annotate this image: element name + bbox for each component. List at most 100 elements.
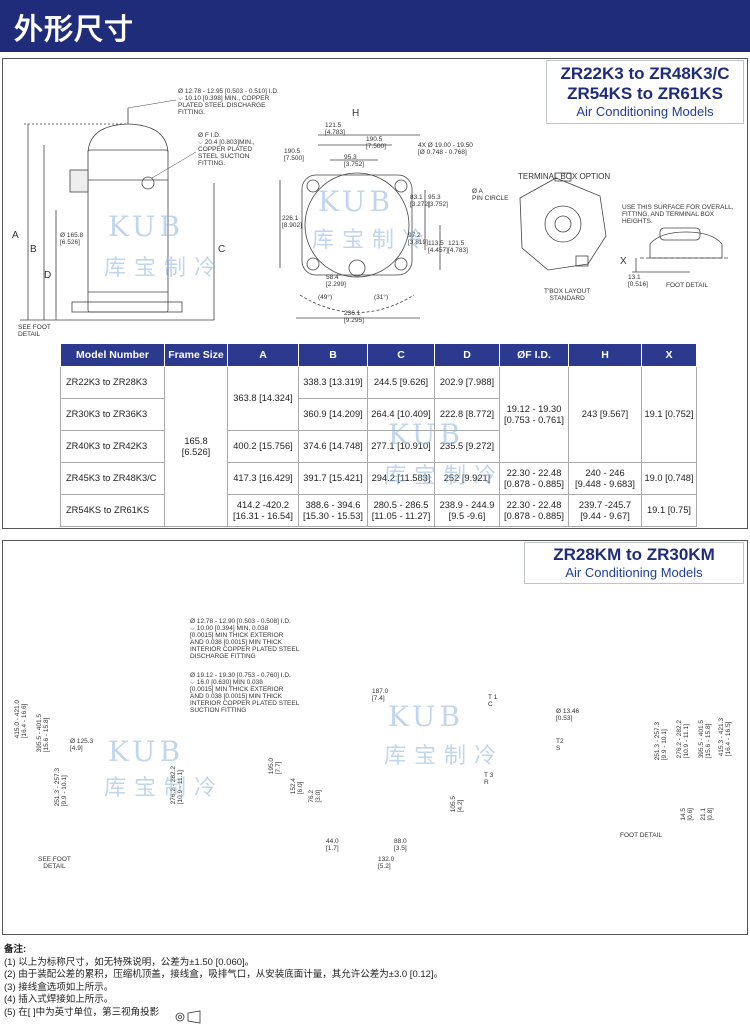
col-header-model: Model Number bbox=[60, 343, 165, 367]
top-dim-190b: 190.5 [7.500] bbox=[366, 136, 386, 150]
foot-detail-label-1: FOOT DETAIL bbox=[666, 282, 709, 289]
cell-a: 363.8 [14.324] bbox=[227, 366, 299, 431]
cell-b: 338.3 [13.319] bbox=[298, 366, 368, 399]
cell-a: 417.3 [16.429] bbox=[227, 462, 299, 495]
suction-fitting-note: Ø F I.D. ⌵ 20.4 [0.803]MIN., COPPER PLAT… bbox=[198, 132, 255, 167]
top-dim-97: 97.2 [3.819] bbox=[408, 232, 428, 246]
page-title: 外形尺寸 bbox=[14, 12, 135, 46]
top-dim-83: 83.1 [3.272] bbox=[410, 194, 430, 208]
cell-d: 238.9 - 244.9 [9.5 -9.6] bbox=[434, 494, 500, 527]
model-title-2: ZR28KM to ZR30KM bbox=[553, 545, 715, 564]
dim-h-label: H bbox=[352, 108, 360, 119]
cell-c: 294.2 [11.583] bbox=[367, 462, 435, 495]
top-dim-190a: 190.5 [7.500] bbox=[284, 148, 304, 162]
shell-diameter: Ø 165.8 [6.526] bbox=[60, 232, 84, 246]
foot-dim-211: 21.1 [0.8] bbox=[700, 808, 714, 821]
dim-b132: 132.0 [5.2] bbox=[378, 856, 395, 870]
table-header-row: Model Number Frame Size A B C D ØF I.D. … bbox=[60, 343, 697, 367]
model-subtitle-2: Air Conditioning Models bbox=[565, 565, 703, 580]
top-dim-113: 113.5 [4.457] bbox=[428, 240, 448, 254]
terminal-box-option: TERMINAL BOX OPTION bbox=[518, 172, 611, 181]
angle-49: (49°) bbox=[318, 294, 333, 301]
drawing-panel-2 bbox=[2, 540, 748, 935]
terminal-t1: T 1 C bbox=[488, 694, 498, 708]
watermark-brand-1: KUB bbox=[108, 210, 185, 243]
top-dim-58: 58.4 [2.299] bbox=[326, 274, 346, 288]
top-dim-95b: 95.3 [3.752] bbox=[428, 194, 448, 208]
dim-b44: 44.0 [1.7] bbox=[326, 838, 339, 852]
cell-b: 360.9 [14.209] bbox=[298, 398, 368, 431]
cell-x: 19.1 [0.752] bbox=[641, 366, 697, 463]
model-title-box-1: ZR22K3 to ZR48K3/C ZR54KS to ZR61KS Air … bbox=[546, 60, 744, 124]
table-row: ZR30K3 to ZR36K3 360.9 [14.209] 264.4 [1… bbox=[60, 398, 697, 431]
note-item: (3) 接线盒选项如上所示。 bbox=[4, 981, 114, 993]
col-header-d: D bbox=[434, 343, 500, 367]
dim-a-label: A bbox=[12, 230, 19, 241]
col-header-c: C bbox=[367, 343, 435, 367]
x-dim-13: 13.1 [0.516] bbox=[628, 274, 648, 288]
top-dim-95a: 95.3 [3.752] bbox=[344, 154, 364, 168]
model-title-line1: ZR22K3 to ZR48K3/C bbox=[560, 64, 730, 83]
cell-f: 19.12 - 19.30 [0.753 - 0.761] bbox=[499, 366, 569, 463]
dim-c-label: C bbox=[218, 244, 226, 255]
col-header-b: B bbox=[298, 343, 368, 367]
cell-d: 235.5 [9.272] bbox=[434, 430, 500, 463]
dim-v76: 76.2 [3.0] bbox=[308, 790, 322, 803]
dim-d125: Ø 125.3 [4.9] bbox=[70, 738, 94, 752]
cell-model: ZR40K3 to ZR42K3 bbox=[60, 430, 165, 463]
cell-a: 400.2 [15.756] bbox=[227, 430, 299, 463]
suction-fitting-note-2: Ø 19.12 - 19.30 [0.753 - 0.760] I.D. ⌵ 1… bbox=[190, 672, 300, 714]
foot-dim-415: 415.3 - 421.3 [16.4 - 16.5] bbox=[718, 718, 732, 757]
cell-model: ZR54KS to ZR61KS bbox=[60, 494, 165, 527]
cell-h: 240 - 246 [9.448 - 9.683] bbox=[568, 462, 642, 495]
cell-d: 222.8 [8.772] bbox=[434, 398, 500, 431]
model-subtitle: Air Conditioning Models bbox=[576, 104, 714, 119]
dim-v105: 105.5 [4.2] bbox=[450, 796, 464, 813]
cell-a: 414.2 -420.2 [16.31 - 16.54] bbox=[227, 494, 299, 527]
watermark-brand-3: KUB bbox=[388, 418, 465, 451]
table-row: ZR45K3 to ZR48K3/C 417.3 [16.429] 391.7 … bbox=[60, 462, 697, 495]
foot-dim-251: 251.3 - 257.3 [9.9 - 10.1] bbox=[654, 722, 668, 761]
cell-c: 244.5 [9.626] bbox=[367, 366, 435, 399]
model-title-line2: ZR54KS to ZR61KS bbox=[567, 84, 723, 103]
terminal-dia: Ø 13.46 [0.53] bbox=[556, 708, 580, 722]
cell-d: 202.9 [7.988] bbox=[434, 366, 500, 399]
top-dim-236: 236.1 [9.295] bbox=[344, 310, 364, 324]
table-row: ZR54KS to ZR61KS 414.2 -420.2 [16.31 - 1… bbox=[60, 494, 697, 527]
watermark-cn-5: 库宝制冷 bbox=[384, 744, 505, 769]
watermark-cn-4: 库宝制冷 bbox=[104, 776, 225, 801]
col-header-f: ØF I.D. bbox=[499, 343, 569, 367]
notes-section: 备注: (1) 以上为标称尺寸，如无特殊说明，公差为±1.50 [0.060]。… bbox=[4, 944, 443, 1020]
dim-395: 395.5 - 401.5 [15.6 - 15.8] bbox=[36, 714, 50, 753]
cell-b: 374.6 [14.748] bbox=[298, 430, 368, 463]
col-header-a: A bbox=[227, 343, 299, 367]
watermark-cn-1: 库宝制冷 bbox=[104, 256, 225, 281]
cell-model: ZR30K3 to ZR36K3 bbox=[60, 398, 165, 431]
top-dim-121v: 121.5 [4.783] bbox=[448, 240, 468, 254]
col-header-x: X bbox=[641, 343, 697, 367]
top-dim-121: 121.5 [4.783] bbox=[325, 122, 345, 136]
dim-b-label: B bbox=[30, 244, 37, 255]
table-row: ZR22K3 to ZR28K3 165.8 [6.526] 363.8 [14… bbox=[60, 366, 697, 527]
watermark-cn-3: 库宝制冷 bbox=[384, 464, 505, 489]
foot-dim-145: 14.5 [0.6] bbox=[680, 808, 694, 821]
dim-415: 415.0 - 421.0 [16.4 - 16.6] bbox=[14, 700, 28, 739]
see-foot-detail-1: SEE FOOT DETAIL bbox=[18, 324, 51, 338]
watermark-brand-2: KUB bbox=[318, 185, 395, 218]
see-foot-detail-2: SEE FOOT DETAIL bbox=[38, 856, 71, 870]
x-label: X bbox=[620, 256, 627, 267]
watermark-brand-4: KUB bbox=[108, 735, 185, 768]
cell-f: 22.30 - 22.48 [0.878 - 0.885] bbox=[499, 494, 569, 527]
model-title-box-2: ZR28KM to ZR30KM Air Conditioning Models bbox=[524, 542, 744, 584]
cell-x: 19.1 [0.75] bbox=[641, 494, 697, 527]
dim-v195: 195.0 [7.7] bbox=[268, 758, 282, 775]
note-item: (5) 在[ ]中为英寸单位，第三视角投影 bbox=[4, 1006, 160, 1018]
cell-h: 243 [9.567] bbox=[568, 366, 642, 463]
terminal-t2: T2 S bbox=[556, 738, 564, 752]
col-header-frame: Frame Size bbox=[164, 343, 228, 367]
cell-model: ZR45K3 to ZR48K3/C bbox=[60, 462, 165, 495]
angle-31: (31°) bbox=[374, 294, 389, 301]
foot-dim-276: 276.2 - 282.2 [10.9 - 11.1] bbox=[676, 720, 690, 759]
spec-table: Model Number Frame Size A B C D ØF I.D. … bbox=[60, 343, 697, 527]
discharge-fitting-note: Ø 12.78 - 12.95 [0.503 - 0.510] I.D. ⌵ 1… bbox=[178, 88, 279, 116]
